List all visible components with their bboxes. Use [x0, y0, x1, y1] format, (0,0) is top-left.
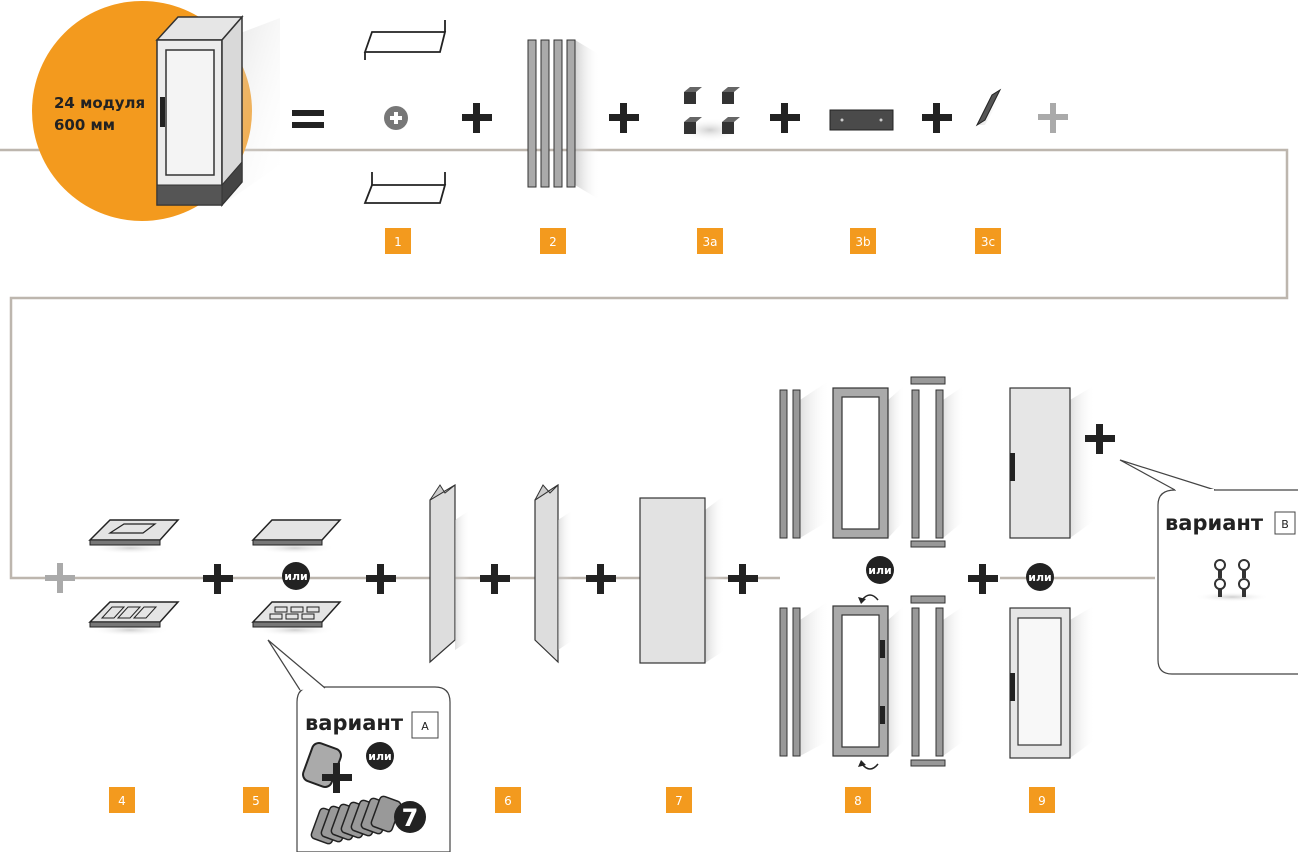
variant-a-badge: A: [421, 720, 429, 733]
svg-text:1: 1: [394, 235, 402, 249]
item-2-uprights: [527, 39, 600, 200]
item-8-frame-set-bottom: [779, 594, 965, 770]
plus-sign-r2-3: [480, 564, 510, 594]
item-5-plates: или: [251, 519, 342, 636]
eyebolt-icon-4: [1238, 578, 1250, 597]
item-9-doors: или: [1009, 385, 1095, 759]
step-label-1: 1: [385, 228, 411, 254]
variant-a-title: вариант: [305, 711, 404, 735]
item-7-back-panel: [639, 495, 725, 664]
plus-sign-r2-5: [728, 564, 758, 594]
svg-text:5: 5: [252, 794, 260, 808]
hero-modules-text: 24 модуля: [54, 94, 145, 112]
item-8-frame-set-top: [779, 376, 965, 548]
svg-text:или: или: [868, 564, 891, 577]
svg-text:3b: 3b: [855, 235, 870, 249]
svg-text:7: 7: [675, 794, 683, 808]
step-label-3a: 3a: [697, 228, 723, 254]
svg-text:2: 2: [549, 235, 557, 249]
variant-b-callout: вариант B: [1119, 459, 1298, 675]
plus-sign-r1-4: [922, 103, 952, 133]
plus-sign-r2-1: [203, 564, 233, 594]
plus-sign-r1-5: [1038, 103, 1068, 133]
item-3a-feet: [678, 87, 742, 142]
variant-a-or-badge: или: [368, 750, 391, 763]
plus-sign-r2-4: [586, 564, 616, 594]
item-1-frames: [363, 20, 447, 204]
plus-sign-r1-1: [462, 103, 492, 133]
variant-b-badge: B: [1281, 518, 1289, 531]
svg-text:6: 6: [504, 794, 512, 808]
step-label-4: 4: [109, 787, 135, 813]
or-badge-5: или: [284, 570, 307, 583]
plus-sign-r1-2: [609, 103, 639, 133]
item-6-side-panels: [429, 483, 573, 664]
svg-text:4: 4: [118, 794, 126, 808]
eyebolt-icon-2: [1238, 559, 1250, 578]
svg-text:3a: 3a: [703, 235, 718, 249]
item-4-gland-plates: [88, 519, 180, 636]
hero-width-text: 600 мм: [54, 116, 115, 134]
plus-sign-r2-7: [1085, 424, 1115, 454]
step-label-2: 2: [540, 228, 566, 254]
item-3c-corner: [975, 88, 1003, 127]
plus-sign-r2-2: [366, 564, 396, 594]
eyebolt-icon-3: [1214, 578, 1226, 597]
plus-sign-r2-0: [45, 563, 75, 593]
step-label-3c: 3c: [975, 228, 1001, 254]
or-badge-9: или: [1028, 571, 1051, 584]
step-label-9: 9: [1029, 787, 1055, 813]
step-label-6: 6: [495, 787, 521, 813]
svg-text:9: 9: [1038, 794, 1046, 808]
step-label-3b: 3b: [850, 228, 876, 254]
step-label-8: 8: [845, 787, 871, 813]
eyebolt-icon-1: [1214, 559, 1226, 578]
svg-text:3c: 3c: [981, 235, 995, 249]
hero-group: 24 модуля 600 мм: [32, 1, 280, 221]
variant-b-title: вариант: [1165, 511, 1264, 535]
variant-a-count: 7: [402, 804, 419, 832]
flow-connector-line: [0, 148, 1289, 580]
svg-text:8: 8: [854, 794, 862, 808]
step-label-5: 5: [243, 787, 269, 813]
plus-sign-r1-3: [770, 103, 800, 133]
item-3b-plinth: [829, 109, 894, 131]
plus-sign-r2-6: [968, 564, 998, 594]
variant-a-callout: вариант A или 7: [267, 639, 451, 852]
equals-sign: [292, 110, 324, 128]
stacked-plates-icon: [310, 795, 402, 845]
step-label-7: 7: [666, 787, 692, 813]
or-badge-8: или: [866, 556, 894, 584]
cabinet-illustration: [155, 14, 280, 208]
